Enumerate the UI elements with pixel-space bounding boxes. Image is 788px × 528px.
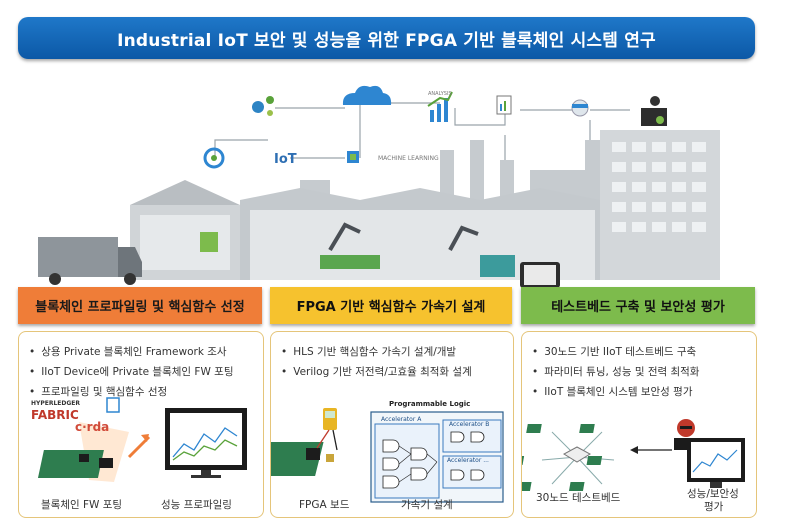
fabric-logo: FABRIC — [31, 408, 79, 422]
performance-chart-line — [172, 427, 238, 458]
hyperledger-logo: HYPERLEDGER — [31, 400, 81, 407]
panel-heading-profiling: 블록체인 프로파일링 및 핵심함수 선정 — [18, 287, 262, 324]
caption-30-node-testbed: 30노드 테스트베드 — [536, 492, 621, 504]
list-item: 상용 Private 블록체인 Framework 조사 — [29, 342, 233, 362]
caption-fw-porting: 블록체인 FW 포팅 — [41, 499, 123, 511]
network-hub — [562, 446, 592, 463]
machine-learning-label: MACHINE LEARNING — [378, 155, 439, 162]
list-item: 파라미터 튜닝, 성능 및 전력 최적화 — [532, 362, 699, 382]
fpga-illustration — [271, 408, 504, 503]
iot-device-board — [37, 450, 104, 478]
list-item: Verilog 기반 저전력/고효율 최적화 설계 — [281, 362, 472, 382]
analysis-label: ANALYSIS — [428, 91, 452, 97]
truck — [38, 237, 142, 285]
evaluation-chart-line — [692, 449, 738, 473]
testbed-illustration — [522, 419, 745, 491]
remote-user-icon — [641, 96, 667, 126]
corda-logo: c·rda — [75, 420, 110, 434]
caption-fpga-board: FPGA 보드 — [299, 499, 350, 511]
programmable-logic-label: Programmable Logic — [389, 400, 471, 408]
list-item: 프로파일링 및 핵심함수 선정 — [29, 382, 233, 402]
page-title: Industrial IoT 보안 및 성능을 위한 FPGA 기반 블록체인 … — [18, 17, 755, 59]
accelerator-a-label: Accelerator A — [381, 416, 422, 423]
industrial-iot-illustration: ANALYSIS IoT MACHINE LEARNING — [38, 85, 720, 288]
bullet-list: 상용 Private 블록체인 Framework 조사 IIoT Device… — [29, 342, 233, 402]
bullet-list: HLS 기반 핵심함수 가속기 설계/개발 Verilog 기반 저전력/고효율… — [281, 342, 472, 382]
operator-head-icon — [571, 99, 589, 117]
corda-logo-icon — [106, 397, 120, 413]
gears-icon — [252, 96, 274, 116]
list-item: IIoT Device에 Private 블록체인 FW 포팅 — [29, 362, 233, 382]
caption-accelerator-design: 가속기 설계 — [401, 499, 453, 511]
caption-profiling: 성능 프로파일링 — [161, 499, 232, 511]
iot-cycle-icon — [203, 147, 225, 169]
list-item: HLS 기반 핵심함수 가속기 설계/개발 — [281, 342, 472, 362]
iot-label: IoT — [274, 152, 297, 167]
chip-icon — [347, 151, 359, 163]
accelerator-c-label: Accelerator ... — [447, 457, 489, 464]
testbed-nodes — [522, 424, 603, 491]
panel-box-testbed: 30노드 기반 IIoT 테스트베드 구축 파라미터 튜닝, 성능 및 전력 최… — [521, 331, 757, 518]
factory-hall — [240, 188, 600, 280]
list-item: 30노드 기반 IIoT 테스트베드 구축 — [532, 342, 699, 362]
warehouse — [130, 180, 240, 280]
logic-gates — [382, 431, 485, 489]
panel-heading-testbed: 테스트베드 구축 및 보안성 평가 — [521, 287, 755, 324]
report-icon — [496, 95, 512, 115]
panel-heading-fpga: FPGA 기반 핵심함수 가속기 설계 — [270, 287, 512, 324]
caption-evaluation-line2: 평가 — [704, 501, 724, 513]
bullet-list: 30노드 기반 IIoT 테스트베드 구축 파라미터 튜닝, 성능 및 전력 최… — [532, 342, 699, 402]
caption-evaluation-line1: 성능/보안성 — [687, 488, 739, 500]
accelerator-b-label: Accelerator B — [449, 421, 490, 428]
analysis-chart-icon — [427, 91, 453, 122]
list-item: IIoT 블록체인 시스템 보안성 평가 — [532, 382, 699, 402]
panel-box-fpga: HLS 기반 핵심함수 가속기 설계/개발 Verilog 기반 저전력/고효율… — [270, 331, 514, 518]
profiling-illustration — [37, 397, 247, 482]
cloud-icon — [342, 85, 392, 105]
office-building — [600, 130, 720, 280]
panel-box-profiling: 상용 Private 블록체인 Framework 조사 IIoT Device… — [18, 331, 264, 518]
worker-tablet-icon — [520, 262, 560, 288]
